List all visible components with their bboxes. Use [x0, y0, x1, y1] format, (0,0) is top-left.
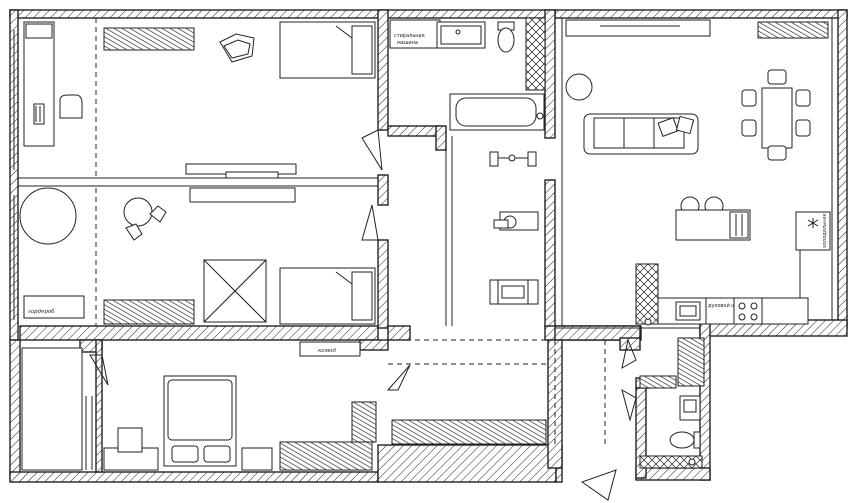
dining-chairs [741, 69, 811, 161]
radiator [351, 401, 377, 443]
corridor [391, 337, 705, 469]
radiator [391, 419, 547, 445]
partition-lines [18, 18, 833, 329]
chair [149, 205, 167, 223]
toilet [497, 27, 515, 53]
radiator [677, 337, 705, 387]
radiator [103, 27, 195, 51]
dresser [299, 341, 361, 357]
bedside-table [241, 447, 273, 471]
oven-label: духовой шкаф [708, 302, 746, 309]
bedroom-3: комод [21, 341, 377, 471]
bathroom: стиральная машина [389, 17, 546, 131]
dresser-label: комод [318, 348, 336, 354]
washing-machine [389, 19, 441, 49]
bedroom-2 [103, 187, 376, 325]
toilet [669, 431, 695, 449]
ottoman [117, 427, 143, 453]
radiator [279, 441, 373, 471]
outer-walls [9, 9, 848, 483]
dining-table [761, 87, 793, 149]
living-room: холодильник духовой шкаф [565, 19, 831, 326]
bedroom-1 [103, 21, 376, 179]
oven [705, 297, 735, 325]
washer-label-1: стиральная [394, 33, 425, 39]
radiator [757, 21, 829, 39]
study-area: гардероб [13, 21, 85, 320]
doors [20, 18, 637, 501]
round-table [19, 187, 77, 245]
chair [125, 223, 143, 241]
side-table [123, 197, 153, 227]
wardrobe [21, 347, 83, 471]
washer-label-2: машина [397, 40, 418, 46]
radiator [103, 299, 195, 325]
cooktop [733, 297, 763, 325]
radiator [639, 375, 677, 389]
plant [565, 73, 593, 101]
tv-unit [565, 19, 711, 37]
interior-walls [19, 9, 651, 479]
wardrobe-label: гардероб [28, 308, 55, 315]
fridge-label: холодильник [822, 213, 828, 248]
gym [489, 151, 539, 305]
